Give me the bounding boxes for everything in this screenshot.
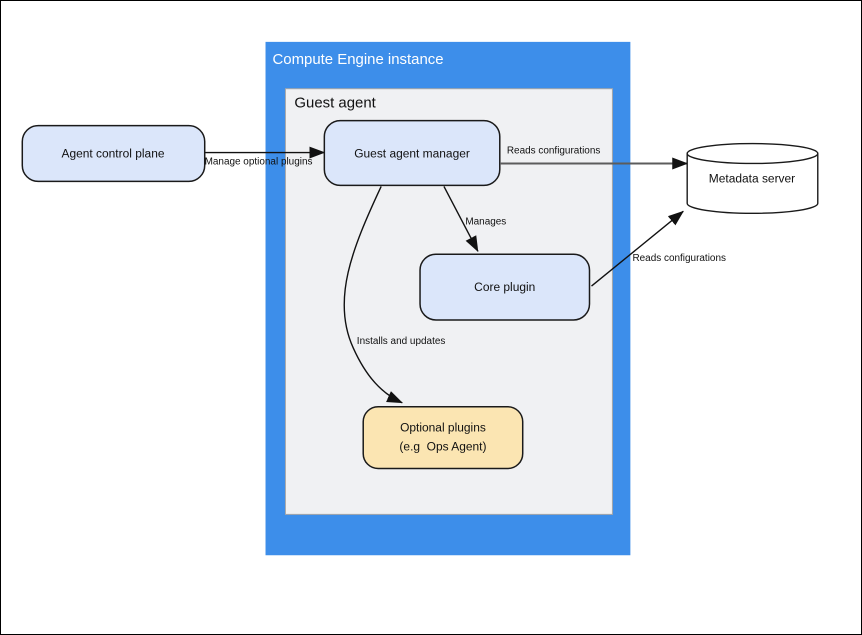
core-plugin-label: Core plugin bbox=[474, 280, 535, 294]
agent-control-plane-label: Agent control plane bbox=[61, 147, 164, 161]
guest-agent-title: Guest agent bbox=[294, 95, 376, 112]
edge-label-manager-reads-configurations: Reads configurations bbox=[507, 146, 601, 157]
node-agent-control-plane bbox=[21, 124, 206, 183]
edge-manages bbox=[443, 186, 479, 253]
edge-label-core-reads-configurations: Reads configurations bbox=[632, 253, 726, 264]
edge-label-manages: Manages bbox=[465, 216, 506, 227]
compute-engine-title: Compute Engine instance bbox=[273, 51, 444, 68]
cylinder-body bbox=[686, 153, 819, 215]
edge-label-installs-and-updates: Installs and updates bbox=[357, 336, 446, 347]
edge-core-reads-configurations bbox=[591, 210, 684, 287]
edge-installs-and-updates bbox=[343, 186, 404, 404]
node-core-plugin bbox=[419, 253, 591, 321]
optional-plugins-label-line2: (e.g Ops Agent) bbox=[399, 440, 486, 454]
metadata-server-label: Metadata server bbox=[709, 171, 795, 185]
edge-label-manage-optional-plugins: Manage optional plugins bbox=[205, 156, 313, 167]
optional-plugins-label-line1: Optional plugins bbox=[400, 421, 486, 435]
node-metadata-server bbox=[686, 142, 819, 215]
cylinder-top bbox=[686, 142, 819, 165]
guest-agent-manager-label: Guest agent manager bbox=[354, 147, 470, 161]
node-optional-plugins bbox=[362, 405, 524, 470]
node-guest-agent-manager bbox=[323, 119, 501, 187]
